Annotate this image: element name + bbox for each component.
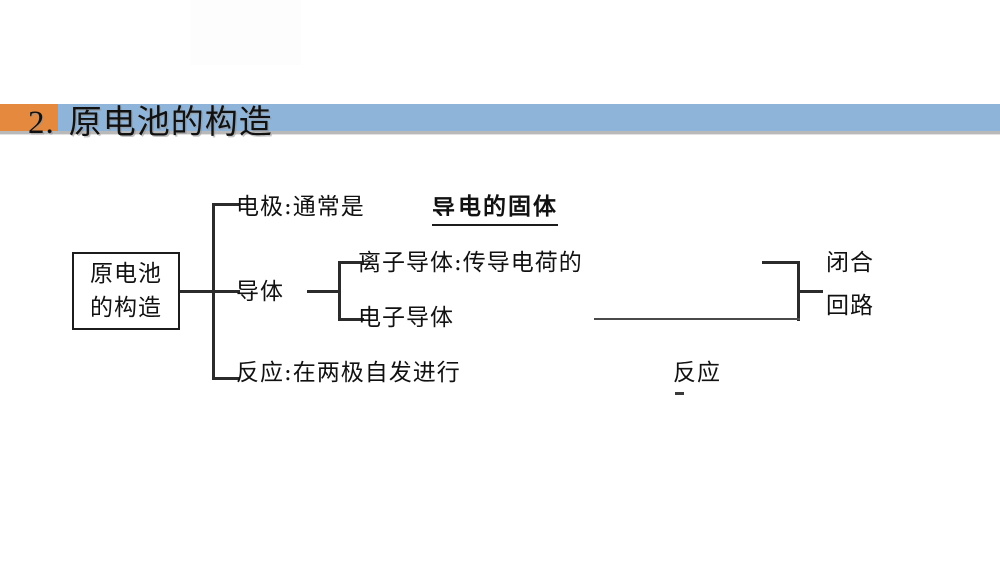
heading-band [0, 104, 1000, 132]
heading-title: 原电池的构造 [68, 102, 273, 141]
diagram-label-conductor: 导体 [236, 279, 284, 305]
connector-branch-electronic [338, 318, 364, 321]
connector-right-bracket-top [762, 261, 800, 264]
heading-band-orange-block [0, 104, 58, 132]
reaction-trailing-mark [675, 392, 684, 395]
connector-conductor-trunk [338, 261, 341, 321]
root-node-line2: 的构造 [90, 295, 162, 321]
diagram-label-reaction: 反应:在两极自发进行 [236, 360, 461, 386]
diagram-emphasis-conductive-solid: 导电的固体 [432, 192, 558, 226]
connector-right-bracket-stub [797, 290, 823, 293]
diagram-label-ionic-conductor: 离子导体:传导电荷的 [358, 250, 583, 276]
diagram-label-reaction-trailing: 反应 [673, 360, 721, 386]
connector-right-bracket-bottom [594, 318, 800, 320]
heading-rule [0, 131, 1000, 134]
ghost-placeholder-box [190, 0, 301, 65]
connector-branch-ionic [338, 261, 364, 264]
heading-rule-light [0, 134, 1000, 135]
diagram-label-closed-circuit-line2: 回路 [826, 293, 874, 319]
clipped-first-char: 导 [432, 195, 457, 216]
diagram-label-closed-circuit-line1: 闭合 [826, 250, 874, 276]
heading-band-blue-bar [58, 104, 1000, 132]
diagram-root-node: 原电池 的构造 [72, 252, 180, 330]
diagram-label-electrode: 电极:通常是 [236, 194, 365, 220]
diagram-label-electronic-conductor: 电子导体 [358, 305, 454, 331]
connector-branch-reaction [212, 377, 240, 380]
connector-branch-conductor [212, 290, 240, 293]
emphasis-rest: 电的固体 [458, 193, 558, 220]
heading-number: 2. [28, 105, 55, 141]
connector-conductor-stub [307, 290, 341, 293]
page-title: 2. 原电池的构造 [28, 100, 273, 145]
connector-branch-electrode [212, 203, 240, 206]
connector-root-stub [180, 290, 215, 293]
root-node-line1: 原电池 [90, 261, 162, 287]
